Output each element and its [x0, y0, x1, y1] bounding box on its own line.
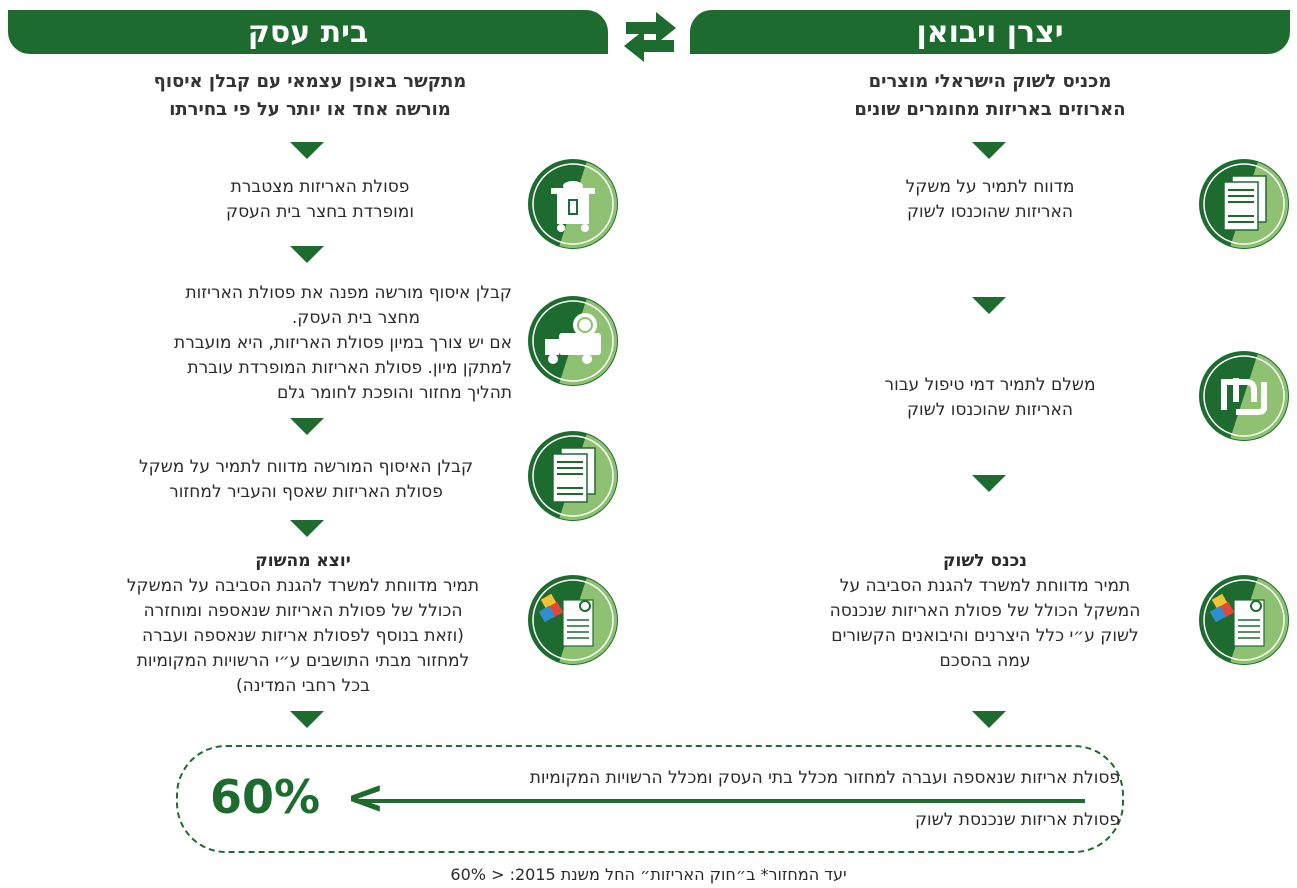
recycling-target-box [176, 745, 1124, 853]
step-text: תמיר מדווחת למשרד להגנת הסביבה על המשקל [126, 576, 480, 596]
header-manufacturer-label: יצרן ויבואן [916, 14, 1064, 50]
manufacturer-step-3: נכנס לשוק תמיר מדווחת למשרד להגנת הסביבה… [778, 549, 1192, 674]
step-text: האריזות שהוכנסו לשוק [906, 400, 1073, 420]
step-text: למחזור מבתי התושבים ע״י הרשויות המקומיות [136, 651, 470, 671]
manufacturer-subtitle: מכניס לשוק הישראלי מוצרים הארוזים באריזו… [780, 68, 1200, 124]
business-subtitle: מתקשר באופן עצמאי עם קבלן איסוף מורשה אח… [100, 68, 520, 124]
step-title: נכנס לשוק [942, 551, 1028, 571]
step-text: משלם לתמיר דמי טיפול עבור [884, 375, 1096, 395]
step-text: עמה בהסכם [939, 651, 1031, 671]
step-text: בכל רחבי המדינה) [236, 676, 370, 696]
step-text: תהליך מחזור והופכת לחומר גלם [277, 383, 512, 403]
step-text: ומופרדת בחצר בית העסק [226, 202, 414, 222]
step-text: המשקל הכולל של פסולת האריזות שנכנסה [829, 601, 1141, 621]
step-text: קבלן איסוף מורשה מפנה את פסולת האריזות [185, 283, 512, 303]
step-text: למתקן מיון. פסולת האריזות המופרדת עוברת [187, 358, 512, 378]
step-text: הכולל של פסולת האריזות שנאספה ומוחזרה [143, 601, 463, 621]
flow-arrow [290, 711, 324, 728]
flow-arrow [290, 246, 324, 263]
target-percent: 60% < [210, 770, 385, 824]
manufacturer-step-2: משלם לתמיר דמי טיפול עבור האריזות שהוכנס… [820, 373, 1160, 423]
business-step-2: קבלן איסוף מורשה מפנה את פסולת האריזות מ… [100, 281, 512, 406]
step-text: פסולת האריזות מצטברת [230, 177, 410, 197]
formula-denominator: פסולת אריזות שנכנסת לשוק [914, 810, 1120, 830]
step-text: האריזות שהוכנסו לשוק [906, 202, 1073, 222]
step-title: יוצא מהשוק [255, 551, 351, 571]
report-icon [1199, 575, 1289, 665]
manufacturer-step-1: מדווח לתמיר על משקל האריזות שהוכנסו לשוק [820, 175, 1160, 225]
flow-arrow [972, 297, 1006, 314]
step-text: מחצר בית העסק. [291, 308, 421, 328]
business-step-1: פסולת האריזות מצטברת ומופרדת בחצר בית הע… [140, 175, 500, 225]
step-text: אם יש צורך במיון פסולת האריזות, היא מועב… [174, 333, 512, 353]
document-icon [1199, 159, 1289, 249]
flow-arrow [290, 418, 324, 435]
step-text: פסולת האריזות שאסף והעביר למחזור [169, 482, 443, 502]
recycling-truck-icon [528, 296, 618, 386]
shekel-icon [1199, 351, 1289, 441]
flow-arrow [290, 142, 324, 159]
fraction-line [355, 799, 1085, 803]
footnote: יעד המחזור* ב״חוק האריזות״ החל משנת 2015… [450, 865, 847, 884]
flow-arrow [972, 142, 1006, 159]
flow-arrow [972, 475, 1006, 492]
manufacturer-subtitle-line: הארוזים באריזות מחומרים שונים [854, 99, 1126, 120]
step-text: לשוק ע״י כלל היצרנים והיבואנים הקשורים [831, 626, 1139, 646]
flow-arrow [290, 520, 324, 537]
business-step-3: קבלן האיסוף המורשה מדווח לתמיר על משקל פ… [100, 455, 512, 505]
step-text: מדווח לתמיר על משקל [905, 177, 1075, 197]
business-subtitle-line: מורשה אחד או יותר על פי בחירתו [169, 99, 451, 120]
step-text: תמיר מדווחת למשרד להגנת הסביבה על [839, 576, 1131, 596]
exchange-arrows-icon [624, 12, 676, 62]
flow-arrow [972, 711, 1006, 728]
header-manufacturer: יצרן ויבואן [690, 10, 1290, 54]
manufacturer-subtitle-line: מכניס לשוק הישראלי מוצרים [868, 71, 1112, 92]
target-percent-value: 60% [210, 770, 321, 824]
step-text: (וזאת בנוסף לפסולת אריזות שנאספה ועברה [142, 626, 464, 646]
business-subtitle-line: מתקשר באופן עצמאי עם קבלן איסוף [153, 71, 467, 92]
formula-numerator: פסולת אריזות שנאספה ועברה למחזור מכלל בת… [529, 768, 1120, 788]
business-step-4: יוצא מהשוק תמיר מדווחת למשרד להגנת הסביב… [94, 549, 512, 699]
header-business-label: בית עסק [247, 14, 369, 50]
document-icon [528, 431, 618, 521]
report-icon [528, 575, 618, 665]
step-text: קבלן האיסוף המורשה מדווח לתמיר על משקל [138, 457, 474, 477]
header-business: בית עסק [8, 10, 608, 54]
target-operator: < [346, 770, 385, 824]
trash-bin-icon [528, 159, 618, 249]
